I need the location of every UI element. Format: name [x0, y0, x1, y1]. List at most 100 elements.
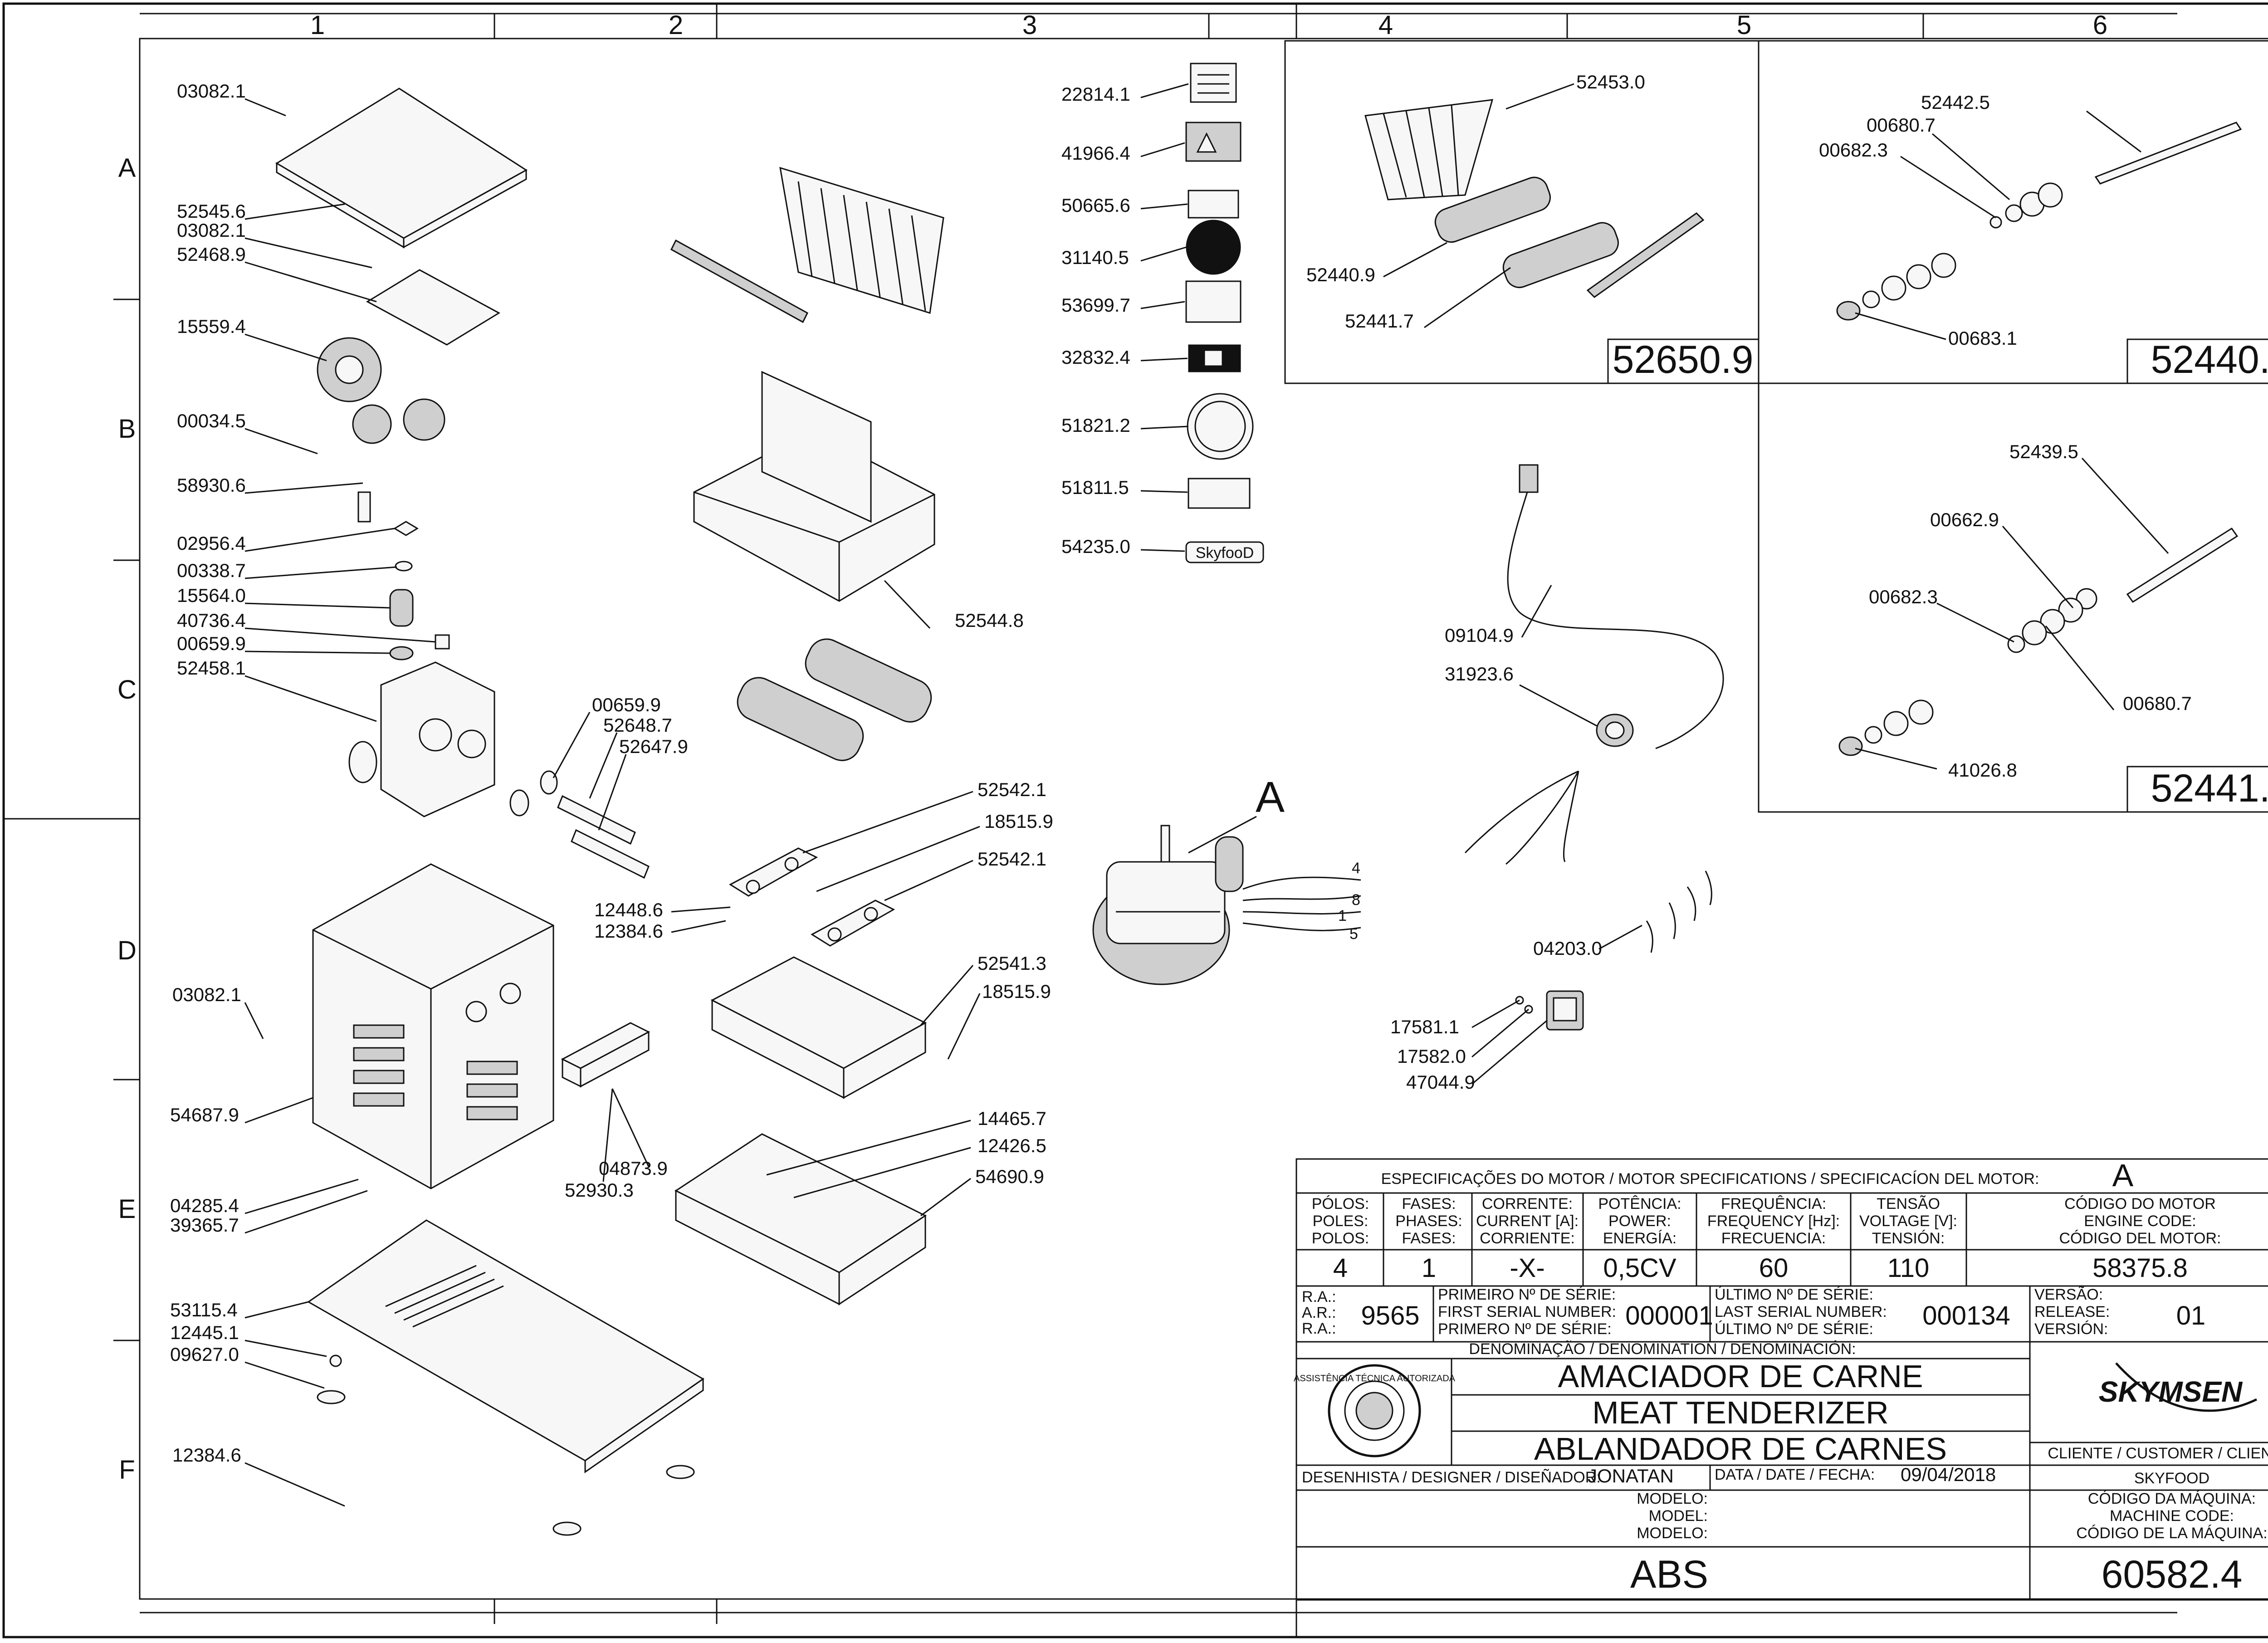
spec-col-header: TENSÃO: [1877, 1195, 1940, 1213]
version-value: 01: [2176, 1301, 2206, 1330]
last-serial-label: ÚLTIMO Nº DE SÉRIE:: [1715, 1286, 1873, 1303]
part-number-label: 15564.0: [177, 585, 246, 606]
spec-col-header: FASES:: [1402, 1195, 1456, 1213]
part-number-label: 31923.6: [1445, 663, 1514, 685]
part-number-label: 52544.8: [955, 610, 1024, 631]
spec-col-header: POLOS:: [1312, 1230, 1369, 1247]
bottom-tray-part: [675, 1133, 927, 1306]
assembly-code: 52650.9: [1613, 338, 1754, 381]
top-cover-part: [275, 88, 528, 249]
part-number-label: 52930.3: [565, 1179, 634, 1201]
spec-col-header: PHASES:: [1395, 1213, 1462, 1230]
assembly-panel-52441: [1758, 382, 2268, 813]
part-number-label: 03082.1: [172, 984, 241, 1005]
grid-col-label: 6: [2093, 10, 2107, 40]
wire-terminals-part: [1646, 870, 1712, 953]
decals-group: SkyfooD: [1185, 63, 1264, 563]
part-number-label: 00680.7: [2123, 693, 2192, 714]
part-number-label: 12448.6: [594, 899, 663, 920]
spec-col-header: POLES:: [1313, 1213, 1369, 1230]
part-number-label: 12384.6: [594, 920, 663, 942]
part-number-label: 54690.9: [975, 1166, 1044, 1187]
spec-col-header: POWER:: [1608, 1213, 1671, 1230]
last-serial-value: 000134: [1922, 1301, 2010, 1330]
part-number-label: 03082.1: [177, 220, 246, 241]
grid-col-label: 4: [1378, 10, 1393, 40]
grid-col-label: 3: [1022, 10, 1037, 40]
wire-number: 4: [1352, 860, 1360, 877]
top-plate-part: [366, 269, 501, 346]
first-serial-value: 000001: [1625, 1301, 1713, 1330]
part-number-label: 52468.9: [177, 244, 246, 265]
part-number-label: 15559.4: [177, 316, 246, 337]
blade-comb-part: [670, 166, 944, 323]
grid-row-label: C: [117, 675, 137, 704]
switch-part: [1515, 990, 1584, 1031]
decal-part-label: 41966.4: [1061, 142, 1130, 164]
decal-black-circle: [1186, 220, 1241, 275]
first-serial-label: PRIMERO Nº DE SÉRIE:: [1438, 1320, 1612, 1338]
part-number-label: 41026.8: [1948, 759, 2017, 781]
client-header: CLIENTE / CUSTOMER / CLIENTE:: [2048, 1445, 2268, 1462]
spec-value: 60: [1759, 1253, 1789, 1283]
machine-code-value: 60582.4: [2102, 1553, 2243, 1596]
part-number-label: 52541.3: [978, 953, 1046, 974]
part-number-label: 52440.9: [1306, 264, 1375, 285]
grid-row-label: D: [117, 936, 137, 965]
col1-leaders: [244, 98, 436, 1507]
part-number-label: 52648.7: [603, 714, 672, 736]
blade-housing-part: [693, 371, 935, 602]
part-number-label: 00683.1: [1948, 328, 2017, 349]
part-number-label: 12445.1: [170, 1322, 239, 1343]
date-label: DATA / DATE / FECHA:: [1715, 1466, 1875, 1483]
grid-row-label: A: [118, 153, 136, 183]
part-number-label: 09627.0: [170, 1344, 239, 1365]
part-number-label: 04203.0: [1533, 938, 1602, 959]
col3-leaders: [766, 580, 981, 1217]
cable-gland-part: [1596, 714, 1634, 747]
version-label: VERSÃO:: [2034, 1286, 2103, 1303]
brand-logo-text: SKYMSEN: [2099, 1375, 2243, 1408]
spec-col-header: CÓDIGO DEL MOTOR:: [2059, 1230, 2221, 1247]
grid-row-label: B: [118, 414, 136, 444]
part-number-label: 14465.7: [978, 1108, 1046, 1129]
part-number-label: 17581.1: [1390, 1016, 1459, 1037]
decal-part-label: 31140.5: [1061, 247, 1129, 268]
spec-value: 0,5CV: [1603, 1253, 1677, 1283]
assembly-code: 52441.7: [2151, 767, 2268, 810]
assembly-code: 52440.9: [2151, 338, 2268, 381]
model-label: MODEL:: [1649, 1507, 1708, 1525]
spec-col-header: FREQUÊNCIA:: [1721, 1195, 1826, 1213]
spec-col-header: PÓLOS:: [1312, 1195, 1369, 1213]
part-number-label: 52441.7: [1345, 310, 1414, 332]
grid-row-label: F: [119, 1455, 135, 1485]
part-number-label: 00034.5: [177, 410, 246, 431]
spec-col-header: VOLTAGE [V]:: [1859, 1213, 1957, 1230]
grid-col-label: 1: [310, 10, 325, 40]
ra-label: R.A.:: [1302, 1320, 1336, 1337]
part-number-label: 47044.9: [1406, 1071, 1475, 1093]
designer-value: JONATAN: [1588, 1465, 1674, 1487]
gear-set-part: [317, 337, 445, 444]
part-number-label: 52439.5: [2009, 441, 2078, 462]
wire-number: 1: [1338, 907, 1347, 924]
motor-tray-part: [710, 956, 927, 1099]
spec-value: 4: [1333, 1253, 1348, 1283]
motor-part: [1092, 825, 1244, 985]
part-number-label: 39365.7: [170, 1214, 239, 1236]
spec-col-header: CORRIENTE:: [1480, 1230, 1575, 1247]
power-cord-part: [1464, 464, 1724, 865]
client-value: SKYFOOD: [2134, 1470, 2209, 1487]
part-number-label: 40736.4: [177, 610, 246, 631]
motor-wires: [1242, 876, 1361, 931]
denomination-header: DENOMINAÇÃO / DENOMINATION / DENOMINACIÓ…: [1469, 1340, 1856, 1358]
motor-spec-letter: A: [2112, 1158, 2134, 1193]
machine-code-label: CÓDIGO DE LA MÁQUINA:: [2076, 1525, 2267, 1542]
wire-number: 5: [1349, 925, 1358, 943]
last-serial-label: LAST SERIAL NUMBER:: [1715, 1303, 1887, 1320]
roller-pair-part: [737, 638, 932, 761]
part-number-label: 52545.6: [177, 200, 246, 222]
spacer-block-part: [561, 1022, 650, 1088]
part-number-label: 00682.3: [1869, 586, 1938, 607]
